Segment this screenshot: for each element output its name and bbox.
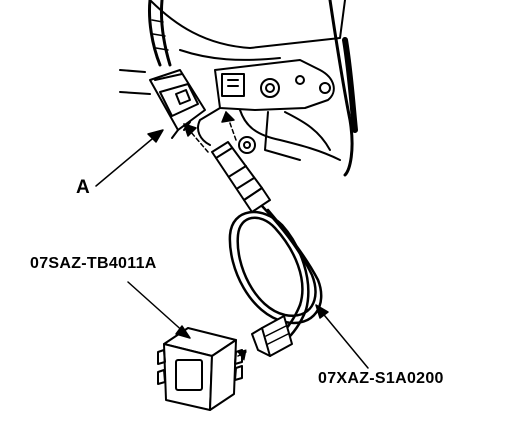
leader-a <box>95 133 159 187</box>
leader-s1a <box>319 309 369 369</box>
tester-box-icon <box>157 327 243 411</box>
vehicle-harness <box>148 0 172 67</box>
callout-tester-box-part-number: 07SAZ-TB4011A <box>30 255 157 272</box>
cable-end-connector-icon <box>237 315 293 361</box>
callout-connector-a: A <box>76 177 90 198</box>
connector-a-icon <box>149 69 206 139</box>
connection-arrows <box>183 111 237 153</box>
leader-tb <box>127 281 187 335</box>
leader-lines <box>95 129 369 369</box>
callout-cable-part-number: 07XAZ-S1A0200 <box>318 370 444 387</box>
cable-connector-icon <box>211 141 271 213</box>
body-panel <box>119 0 358 177</box>
